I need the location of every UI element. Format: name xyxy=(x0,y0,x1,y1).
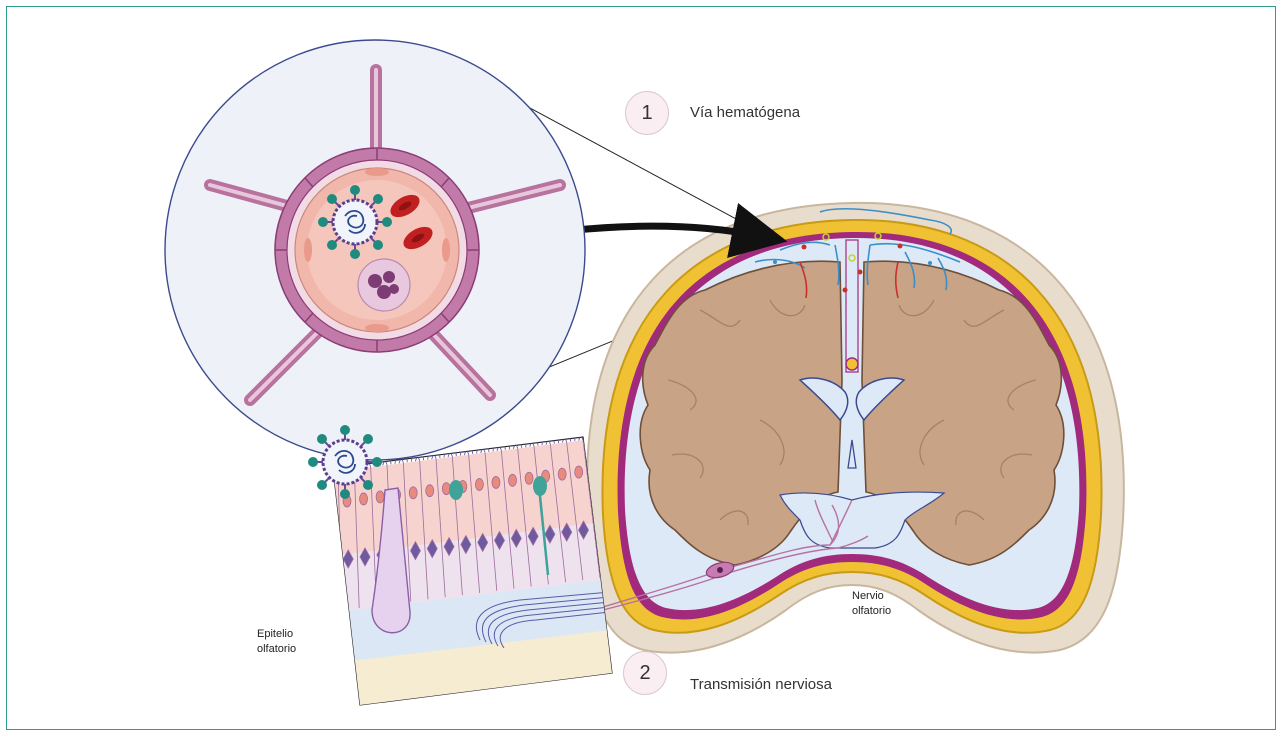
virus-at-epithelium xyxy=(308,425,382,499)
route-2-label: Transmisión nerviosa xyxy=(690,676,832,693)
longitudinal-fissure xyxy=(846,240,858,372)
epitelio-label: Epitelio olfatorio xyxy=(257,627,296,657)
nervio-label-line1: Nervio xyxy=(852,589,891,604)
epitelio-label-line1: Epitelio xyxy=(257,627,296,642)
olfactory-epithelium-panel xyxy=(308,425,615,712)
nervio-label: Nervio olfatorio xyxy=(852,589,891,619)
route-1-number: 1 xyxy=(625,91,669,135)
virus-in-vessel xyxy=(318,185,392,259)
nervio-label-line2: olfatorio xyxy=(852,604,891,619)
route-2-number: 2 xyxy=(623,651,667,695)
epitelio-label-line2: olfatorio xyxy=(257,642,296,657)
route-1-label: Vía hematógena xyxy=(690,104,800,121)
vessel-zoom-circle xyxy=(165,40,585,460)
brain-section xyxy=(587,203,1124,653)
